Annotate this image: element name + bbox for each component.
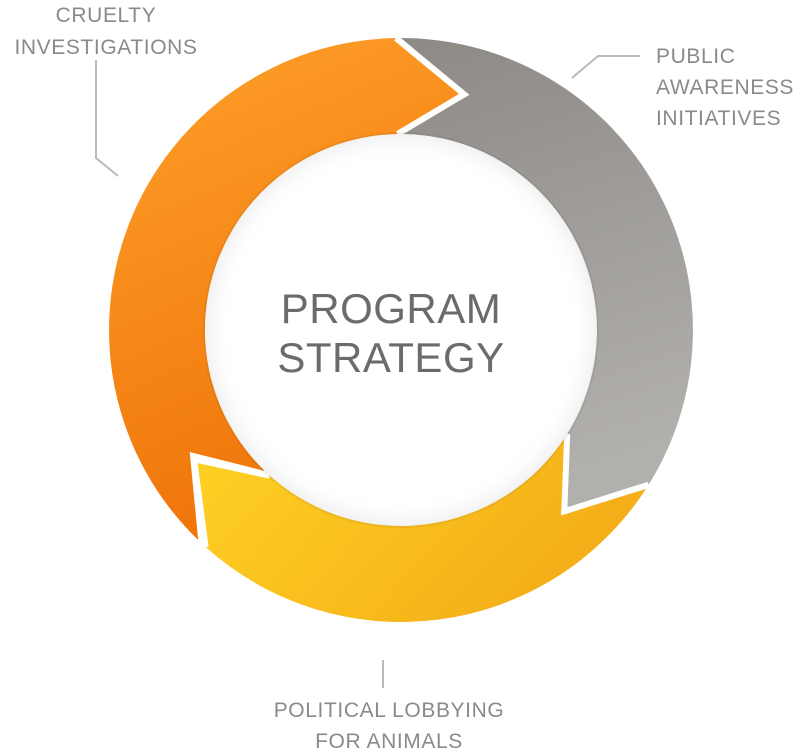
awareness-label-line2: AWARENESS [656, 76, 794, 99]
awareness-segment-separator [561, 433, 650, 516]
lobbying-label-line2: FOR ANIMALS [315, 730, 463, 753]
center-shade [203, 132, 599, 528]
cruelty-leader-line [95, 60, 119, 177]
public-awareness-segment [401, 38, 693, 512]
center-title-line1: PROGRAM [281, 285, 502, 332]
lobbying-label-line1: POLITICAL LOBBYING [274, 699, 505, 722]
awareness-leader-line [571, 55, 640, 79]
cruelty-segment-separator [393, 35, 470, 137]
cruelty-investigations-segment [109, 38, 465, 540]
cruelty-label-line2: INVESTIGATIONS [14, 36, 197, 59]
awareness-label-line3: INITIATIVES [656, 107, 781, 130]
lobbying-segment-separator [190, 455, 271, 548]
center-title-line2: STRATEGY [277, 334, 504, 381]
cruelty-label-line1: CRUELTY [56, 4, 157, 27]
awareness-label-line1: PUBLIC [656, 45, 735, 68]
political-lobbying-segment [194, 436, 646, 623]
